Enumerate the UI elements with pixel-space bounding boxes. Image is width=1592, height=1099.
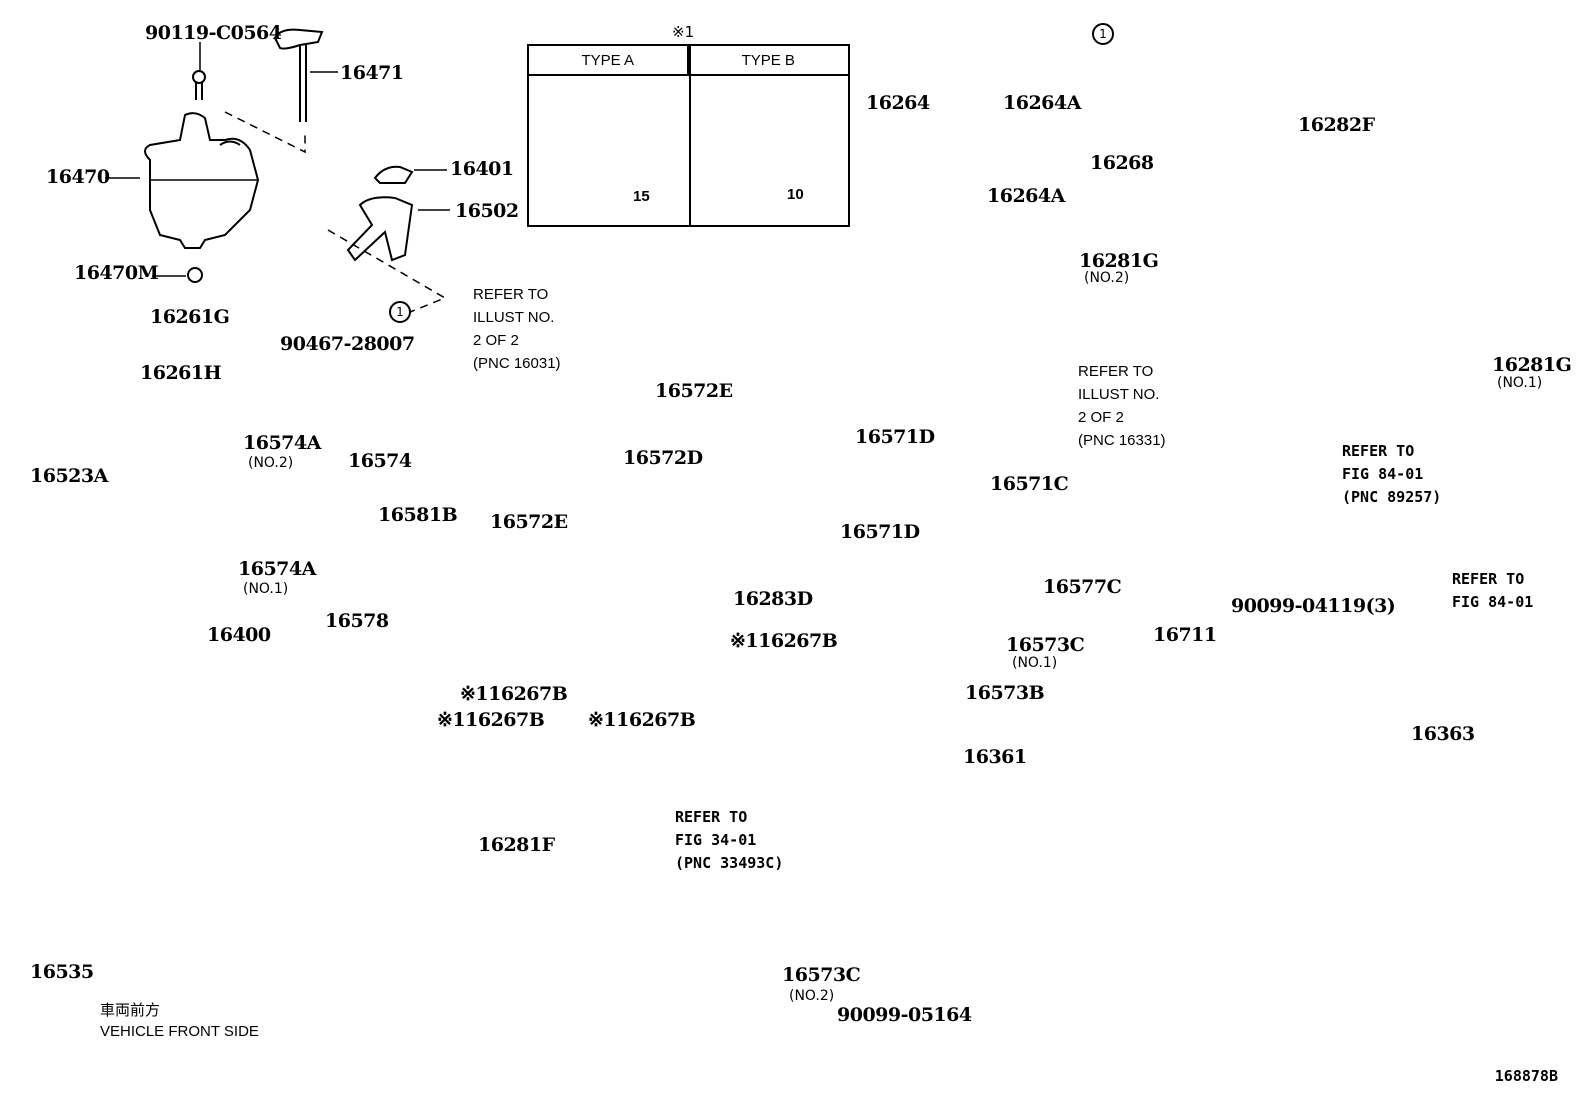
part-label[interactable]: 90467-28007 [280, 333, 415, 355]
part-label[interactable]: 16361 [963, 746, 1027, 768]
reference-note[interactable]: REFER TO ILLUST NO. 2 OF 2 (PNC 16031) [473, 286, 561, 372]
vehicle-front-note: 車両前方 VEHICLE FRONT SIDE [100, 1000, 259, 1042]
part-label[interactable]: 16470M [74, 262, 159, 284]
part-label[interactable]: 16571D [855, 426, 935, 448]
radiator-cap [373, 165, 447, 184]
part-label[interactable]: 16282F [1298, 114, 1375, 136]
part-label[interactable]: 16572E [655, 380, 733, 402]
part-label[interactable]: 16264A [987, 185, 1065, 207]
part-label[interactable]: 16400 [207, 624, 271, 646]
part-label[interactable]: 16572D [623, 447, 703, 469]
reference-note[interactable]: REFER TO FIG 84-01 (PNC 89257) [1342, 442, 1442, 506]
part-sublabel: (NO.2) [789, 988, 835, 1004]
part-label[interactable]: 16264 [866, 92, 930, 114]
part-label[interactable]: ※116267B [437, 709, 545, 731]
part-sublabel: (NO.2) [248, 455, 294, 471]
type-b-dimension: 10 [787, 186, 804, 203]
overflow-pipe-16471 [273, 28, 338, 122]
part-label[interactable]: 16574A [238, 558, 316, 580]
type-a-header: TYPE A [529, 46, 689, 76]
part-sublabel: (NO.1) [243, 581, 289, 597]
type-a-dimension: 15 [633, 188, 650, 205]
part-label[interactable]: 90119-C0564 [145, 22, 282, 44]
part-label[interactable]: 16581B [378, 504, 458, 526]
part-label[interactable]: 16573B [965, 682, 1045, 704]
part-label[interactable]: 16281G [1492, 354, 1572, 376]
part-label[interactable]: 16401 [450, 158, 514, 180]
part-label[interactable]: ※116267B [588, 709, 696, 731]
part-label[interactable]: 16470 [46, 166, 110, 188]
part-label[interactable]: 16363 [1411, 723, 1475, 745]
note-marker: ※1 [672, 23, 695, 41]
part-label[interactable]: 16283D [733, 588, 813, 610]
vehicle-front-english: VEHICLE FRONT SIDE [100, 1023, 259, 1040]
part-label[interactable]: 16261G [150, 306, 230, 328]
part-label[interactable]: 16261H [140, 362, 222, 384]
part-label[interactable]: 16574A [243, 432, 321, 454]
part-label[interactable]: 16281F [478, 834, 555, 856]
part-label[interactable]: 16571D [840, 521, 920, 543]
part-label[interactable]: 16577C [1043, 576, 1122, 598]
part-label[interactable]: 16535 [30, 961, 94, 983]
part-sublabel: (NO.1) [1012, 655, 1058, 671]
part-label[interactable]: 16502 [455, 200, 519, 222]
part-label[interactable]: 16264A [1003, 92, 1081, 114]
part-label[interactable]: 16523A [30, 465, 108, 487]
part-label[interactable]: 90099-05164 [837, 1004, 972, 1026]
vehicle-front-japanese: 車両前方 [100, 1002, 161, 1019]
type-divider [688, 46, 691, 225]
figure-id: 168878B [1494, 1067, 1558, 1085]
part-label[interactable]: 16571C [990, 473, 1069, 495]
part-label[interactable]: ※116267B [460, 683, 568, 705]
part-label[interactable]: 16268 [1090, 152, 1154, 174]
part-sublabel: (NO.2) [1084, 270, 1130, 286]
reference-note[interactable]: REFER TO FIG 34-01 (PNC 33493C) [675, 808, 784, 872]
circle-reference-1: 1 [389, 301, 411, 323]
part-label[interactable]: 16471 [340, 62, 404, 84]
part-label[interactable]: 16578 [325, 610, 389, 632]
circle-reference-1: 1 [1092, 23, 1114, 45]
reservoir-tank [144, 112, 260, 249]
type-b-header: TYPE B [688, 46, 848, 76]
part-label[interactable]: 16572E [490, 511, 568, 533]
part-label[interactable]: 90099-04119(3) [1231, 595, 1396, 617]
part-label[interactable]: 16573C [782, 964, 861, 986]
reference-note[interactable]: REFER TO ILLUST NO. 2 OF 2 (PNC 16331) [1078, 363, 1166, 449]
part-sublabel: (NO.1) [1497, 375, 1543, 391]
part-label[interactable]: 16711 [1153, 624, 1217, 646]
part-label[interactable]: 16281G [1079, 250, 1159, 272]
part-label[interactable]: ※116267B [730, 630, 838, 652]
part-label[interactable]: 16573C [1006, 634, 1085, 656]
clip-type-table: TYPE A TYPE B [527, 44, 850, 227]
filler-neck [346, 196, 450, 262]
reference-note[interactable]: REFER TO FIG 84-01 [1452, 570, 1534, 611]
bolt-90119 [192, 42, 206, 100]
part-label[interactable]: 16574 [348, 450, 412, 472]
